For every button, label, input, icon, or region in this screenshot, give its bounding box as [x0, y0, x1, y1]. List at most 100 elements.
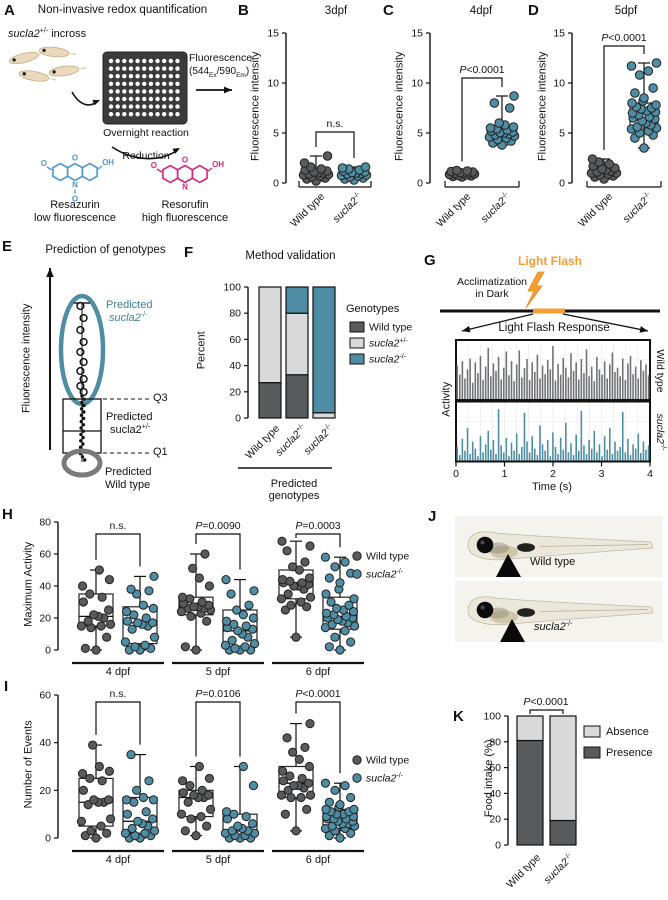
activity-bar	[627, 438, 629, 461]
significance-label: n.s.	[110, 520, 127, 532]
data-point	[277, 766, 288, 776]
data-point	[278, 776, 288, 786]
data-point	[282, 733, 292, 743]
y-tick-label: 5	[273, 128, 279, 140]
data-point	[330, 632, 340, 642]
activity-bar	[640, 452, 642, 461]
activity-bar	[552, 346, 554, 399]
x-tick-label: 1	[502, 468, 508, 480]
data-point	[288, 562, 298, 572]
e-data-point	[81, 423, 86, 427]
well	[115, 104, 120, 109]
activity-bar	[583, 445, 585, 461]
data-point	[244, 600, 254, 610]
arrow-head	[639, 326, 648, 333]
activity-bar	[482, 452, 484, 461]
activity-bar	[637, 433, 640, 461]
data-point	[189, 790, 199, 800]
well	[175, 104, 180, 109]
data-point	[80, 643, 90, 654]
data-point	[316, 164, 327, 174]
stacked-bar-segment	[549, 715, 577, 822]
well	[162, 104, 167, 109]
y-tick-label: 40	[39, 581, 51, 593]
y-tick-label: 20	[489, 814, 501, 826]
well	[122, 89, 127, 94]
activity-bar	[567, 377, 570, 399]
activity-bar	[464, 378, 466, 399]
data-point	[89, 795, 99, 805]
activity-bar	[577, 450, 580, 461]
legend-swatch	[349, 321, 365, 333]
data-point	[178, 788, 188, 798]
well	[175, 66, 180, 71]
well	[148, 66, 154, 71]
data-point	[126, 749, 136, 760]
well	[175, 112, 180, 117]
stacked-bar-segment	[549, 819, 577, 846]
y-tick-label: 40	[39, 737, 51, 749]
well	[115, 58, 120, 64]
activity-bar	[531, 436, 533, 461]
data-point	[86, 826, 96, 836]
ellipse-shape	[9, 51, 39, 65]
data-point	[296, 792, 306, 803]
data-point	[302, 804, 312, 815]
y-tick-label: 10	[411, 78, 423, 90]
activity-bar	[645, 364, 647, 399]
x-tick-label: 0	[453, 468, 459, 480]
data-point	[177, 592, 188, 602]
significance-bracket	[529, 709, 564, 714]
activity-bar	[603, 361, 606, 399]
data-point	[144, 586, 154, 596]
activity-bar	[632, 374, 634, 399]
e-data-point	[79, 374, 88, 384]
activity-bar	[515, 433, 518, 461]
activity-bar	[614, 372, 616, 399]
activity-bar	[539, 378, 541, 399]
activity-bar	[645, 449, 647, 461]
significance-bracket	[461, 77, 503, 162]
data-point	[294, 754, 304, 764]
ring	[52, 162, 69, 182]
data-point	[462, 166, 473, 176]
activity-bar	[505, 437, 508, 461]
data-point	[324, 573, 334, 583]
x-category-label: Wild type	[434, 191, 473, 230]
eye-highlight	[480, 540, 485, 545]
activity-bar	[606, 378, 609, 399]
data-point	[141, 807, 151, 817]
activity-bar	[528, 452, 531, 461]
well	[115, 66, 120, 71]
data-point	[132, 785, 142, 795]
y-tick-label: 0	[45, 833, 51, 845]
stacked-bar-segment	[285, 312, 309, 376]
well	[128, 89, 134, 94]
activity-bar	[526, 359, 528, 399]
ellipse-shape	[38, 46, 70, 58]
well	[122, 58, 127, 64]
data-point	[102, 828, 112, 838]
well	[148, 58, 154, 64]
well	[162, 81, 167, 87]
activity-bar	[580, 359, 583, 399]
y-tick-label: 0	[45, 645, 51, 657]
well	[128, 96, 134, 102]
activity-bar	[559, 374, 562, 399]
e-data-point	[76, 301, 85, 311]
data-point	[183, 797, 193, 807]
data-point	[96, 821, 106, 831]
x-category-label: Wild type	[288, 191, 327, 230]
activity-bar	[565, 367, 567, 399]
data-point	[277, 575, 288, 585]
well	[108, 66, 114, 71]
e-data-point	[79, 426, 83, 430]
data-point	[335, 833, 345, 843]
data-point	[227, 635, 237, 646]
activity-bar	[513, 381, 515, 399]
data-point	[196, 811, 206, 822]
activity-bar	[487, 347, 490, 399]
activity-bar	[596, 356, 598, 399]
data-point	[337, 163, 348, 173]
e-data-point	[82, 410, 86, 414]
